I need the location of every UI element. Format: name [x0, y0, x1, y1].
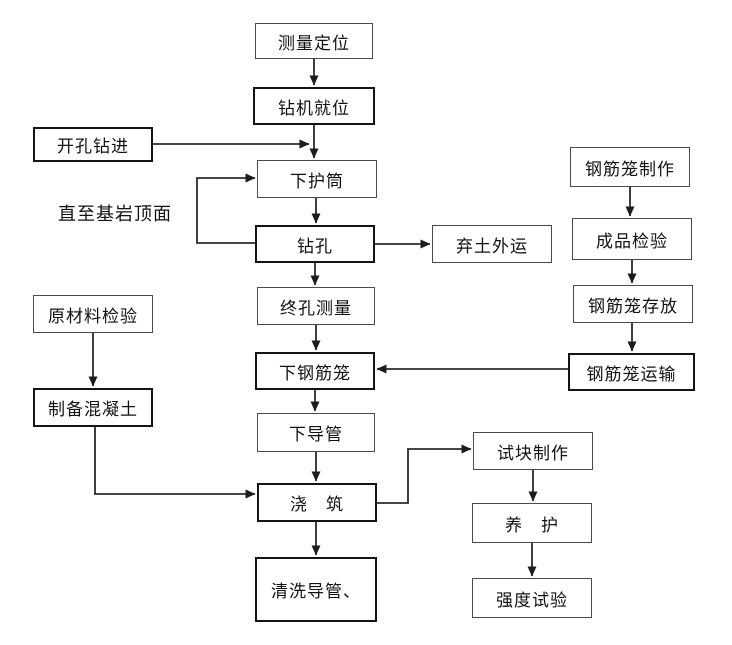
node-spoil-removal: 弃土外运	[432, 225, 552, 263]
node-clean-tremie: 清洗导管、	[255, 557, 377, 622]
node-cage-storage: 钢筋笼存放	[573, 285, 693, 323]
node-rig-in-place: 钻机就位	[253, 87, 375, 125]
edge-drilling-to-lower-casing	[196, 173, 256, 244]
node-lower-cage: 下钢筋笼	[255, 352, 375, 390]
node-lower-casing: 下护筒	[257, 160, 377, 198]
node-test-block-making: 试块制作	[473, 432, 593, 470]
node-survey-positioning: 测量定位	[255, 23, 373, 59]
node-concrete-preparation: 制备混凝土	[33, 388, 153, 427]
node-product-inspection: 成品检验	[572, 218, 692, 260]
label-until-bedrock: 直至基岩顶面	[58, 204, 172, 224]
edge-pouring-to-test-block-making	[377, 444, 472, 504]
node-final-hole-survey: 终孔测量	[257, 287, 375, 325]
node-curing: 养 护	[472, 503, 592, 543]
edge-concrete-preparation-to-pouring	[94, 427, 256, 499]
node-open-hole-drilling: 开孔钻进	[33, 127, 153, 162]
node-raw-material-inspection: 原材料检验	[33, 295, 153, 333]
node-pouring: 浇 筑	[257, 483, 377, 522]
node-drilling: 钻孔	[255, 225, 375, 263]
node-cage-transport: 钢筋笼运输	[568, 353, 695, 391]
node-lower-tremie: 下导管	[257, 413, 375, 452]
node-strength-test: 强度试验	[472, 578, 592, 618]
node-cage-fabrication: 钢筋笼制作	[570, 147, 690, 187]
